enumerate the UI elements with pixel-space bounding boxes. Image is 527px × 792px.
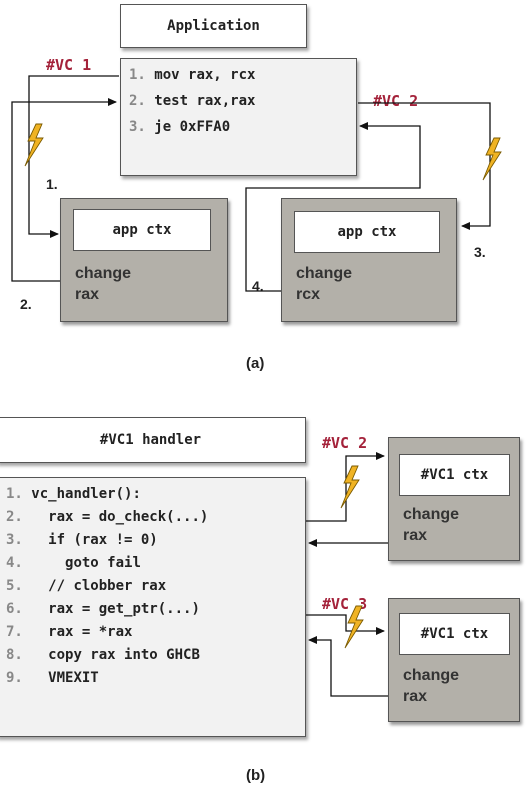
code-text: je 0xFFA0: [154, 119, 231, 135]
ctx-label: #VC1 ctx: [420, 626, 489, 642]
line-number: 3.: [6, 532, 23, 548]
ctx-action-text: change rax: [403, 667, 460, 705]
vc1-context-box-top: #VC1 ctx change rax: [388, 437, 520, 561]
vc3-return-arrow: [308, 636, 388, 697]
code-line: 2. rax = do_check(...): [6, 509, 208, 525]
code-text: if (rax != 0): [31, 532, 158, 548]
vc3-label-b: #VC 3: [322, 595, 368, 613]
lightning-icon: [344, 605, 364, 649]
step-3-label: 3.: [474, 244, 486, 260]
code-text: VMEXIT: [31, 670, 99, 686]
code-line: 9. VMEXIT: [6, 670, 99, 686]
line-number: 5.: [6, 578, 23, 594]
vc3-handler-arrow: [306, 614, 385, 635]
ctx-action-text: change rax: [75, 265, 132, 303]
caption-a: (a): [246, 355, 265, 372]
ctx-label: #VC1 ctx: [420, 467, 489, 483]
lightning-icon: [340, 465, 360, 509]
handler-code-box: 1. vc_handler(): 2. rax = do_check(...) …: [0, 477, 306, 737]
line-number: 6.: [6, 601, 23, 617]
ctx-action-text: change rcx: [296, 265, 353, 303]
ctx-label: app ctx: [112, 222, 172, 238]
ctx-label-box: app ctx: [73, 209, 211, 251]
line-number: 7.: [6, 624, 23, 640]
lightning-icon: [482, 137, 502, 181]
code-text: mov rax, rcx: [154, 67, 256, 83]
line-number: 1.: [6, 486, 23, 502]
line-number: 2.: [129, 93, 146, 109]
code-line: 4. goto fail: [6, 555, 141, 571]
vc1-context-box-bottom: #VC1 ctx change rax: [388, 598, 520, 722]
vc2-label: #VC 2: [373, 92, 419, 110]
line-number: 3.: [129, 119, 146, 135]
line-number: 2.: [6, 509, 23, 525]
code-text: goto fail: [31, 555, 141, 571]
vc2-fault-arrow: [358, 102, 491, 230]
code-line: 3. je 0xFFA0: [129, 119, 230, 135]
line-number: 9.: [6, 670, 23, 686]
application-title-box: Application: [120, 4, 307, 48]
ctx-label: app ctx: [337, 224, 397, 240]
handler-title: #VC1 handler: [99, 432, 202, 448]
vc2-handler-arrow: [306, 452, 385, 522]
ctx-label-box: app ctx: [294, 211, 440, 253]
code-text: copy rax into GHCB: [31, 647, 200, 663]
code-line: 2. test rax,rax: [129, 93, 255, 109]
caption-b: (b): [246, 767, 266, 784]
application-title: Application: [167, 18, 260, 34]
vc1-fault-arrow: [28, 75, 119, 238]
line-number: 1.: [129, 67, 146, 83]
vc2-label-b: #VC 2: [322, 434, 368, 452]
code-text: // clobber rax: [31, 578, 167, 594]
code-line: 1. vc_handler():: [6, 486, 141, 502]
step-1-label: 1.: [46, 176, 58, 192]
code-line: 8. copy rax into GHCB: [6, 647, 200, 663]
left-app-context-box: app ctx change rax: [60, 198, 228, 322]
return-to-app-arrow-right: [245, 122, 421, 292]
code-text: rax = do_check(...): [31, 509, 209, 525]
code-text: test rax,rax: [154, 93, 256, 109]
line-number: 4.: [6, 555, 23, 571]
ctx-action-text: change rax: [403, 506, 460, 544]
step-4-label: 4.: [252, 278, 264, 294]
code-line: 7. rax = *rax: [6, 624, 132, 640]
code-text: rax = get_ptr(...): [31, 601, 200, 617]
handler-title-box: #VC1 handler: [0, 417, 306, 463]
code-text: vc_handler():: [31, 486, 141, 502]
vc1-label: #VC 1: [46, 56, 92, 74]
return-to-app-arrow-left: [11, 98, 117, 282]
code-line: 6. rax = get_ptr(...): [6, 601, 200, 617]
lightning-icon: [24, 123, 44, 167]
right-app-context-box: app ctx change rcx: [281, 198, 457, 322]
line-number: 8.: [6, 647, 23, 663]
application-code-box: 1. mov rax, rcx 2. test rax,rax 3. je 0x…: [120, 58, 357, 176]
code-line: 3. if (rax != 0): [6, 532, 158, 548]
code-line: 1. mov rax, rcx: [129, 67, 255, 83]
code-line: 5. // clobber rax: [6, 578, 166, 594]
step-2-label: 2.: [20, 296, 32, 312]
ctx-label-box: #VC1 ctx: [399, 613, 510, 655]
code-text: rax = *rax: [31, 624, 133, 640]
ctx-label-box: #VC1 ctx: [399, 454, 510, 496]
